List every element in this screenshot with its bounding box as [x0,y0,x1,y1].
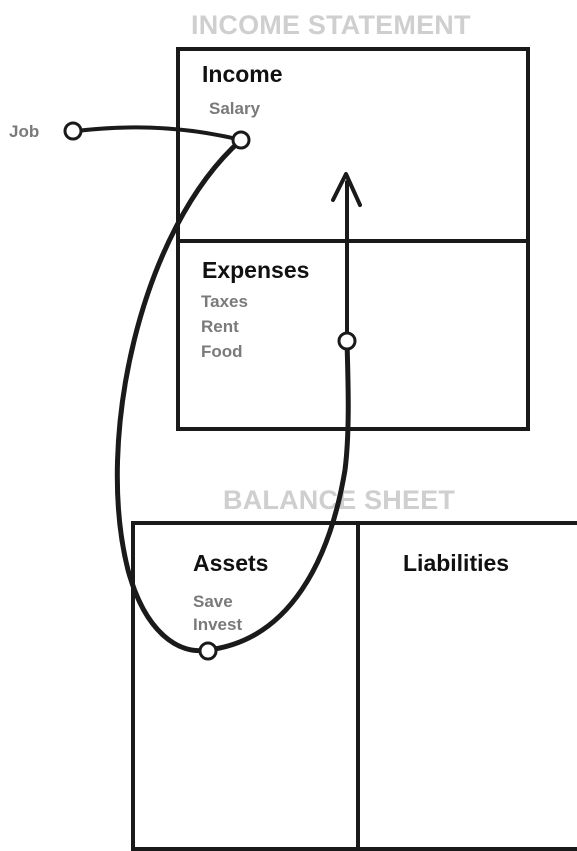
expense-item-taxes: Taxes [201,292,248,311]
asset-item-save: Save [193,592,233,611]
assets-label: Assets [193,550,269,576]
node-assets [198,641,218,661]
node-expenses [337,331,357,351]
node-salary [231,130,251,150]
flow-salary-to-assets [114,137,244,654]
node-job [63,121,83,141]
arrowhead-up-icon [331,172,362,207]
liabilities-label: Liabilities [403,550,510,576]
expenses-box [176,239,530,431]
job-label: Job [9,122,40,141]
expense-item-food: Food [201,342,243,361]
flow-assets-to-expenses [205,338,351,653]
asset-item-invest: Invest [193,615,243,634]
flow-job-to-salary [74,125,243,142]
income-statement-title: INCOME STATEMENT [191,10,471,40]
income-label: Income [202,61,283,87]
income-item-salary: Salary [209,99,261,118]
expenses-label: Expenses [202,257,310,283]
expense-item-rent: Rent [201,317,239,336]
